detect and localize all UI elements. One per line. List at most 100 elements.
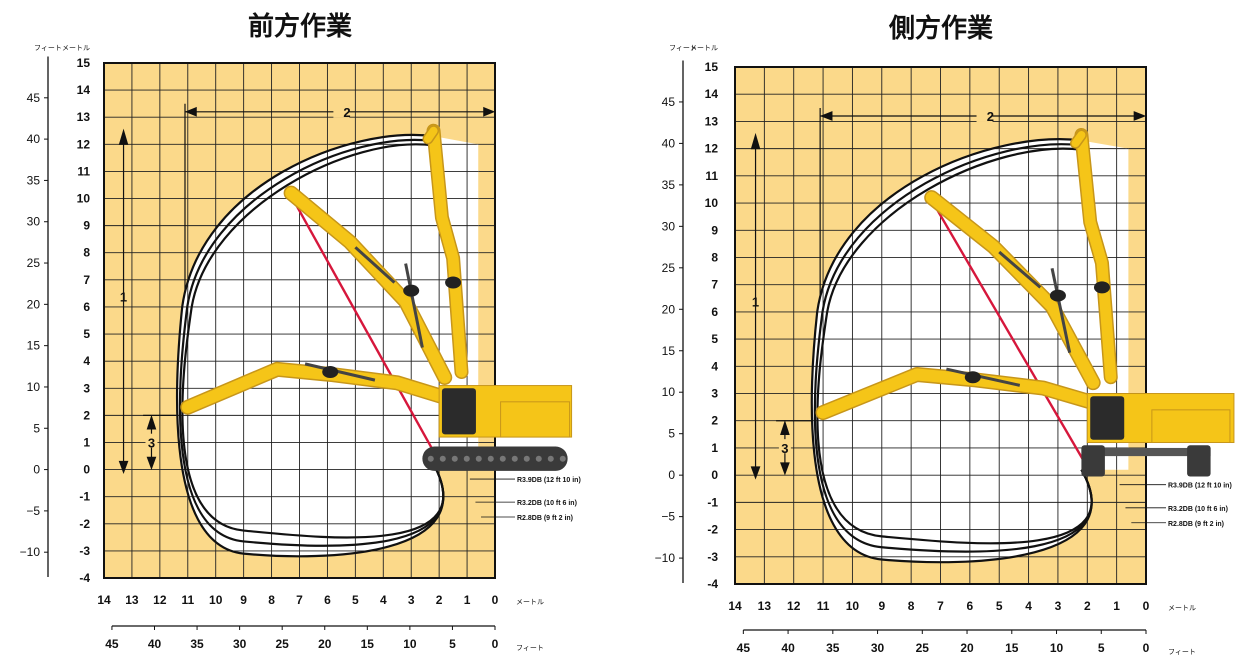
x-feet-tick: 0 (1143, 641, 1150, 655)
engine-housing (500, 401, 571, 438)
y-feet-tick: 40 (662, 136, 676, 150)
y-meter-tick: 4 (83, 354, 90, 368)
dimension-2-label: 2 (987, 109, 994, 124)
x-meter-tick: 14 (97, 593, 111, 607)
y-feet-tick: 15 (662, 344, 676, 358)
x-meter-tick: 3 (408, 593, 415, 607)
operator-cab (1090, 396, 1125, 440)
y-meter-tick: -4 (79, 571, 90, 585)
y-meter-tick: 12 (705, 142, 719, 156)
x-unit-feet: フィート (516, 644, 544, 652)
panel-front: 前方作業フィートメートル1514131211109876543210-1-2-3… (20, 11, 581, 652)
y-meter-tick: 11 (77, 164, 90, 178)
dimension-3-label-bg (778, 439, 791, 454)
y-meter-tick: 14 (705, 87, 719, 101)
x-meter-tick: 13 (758, 599, 772, 613)
y-meter-tick: 9 (711, 223, 718, 237)
x-meter-tick: 11 (817, 599, 830, 613)
x-feet-tick: 40 (148, 637, 162, 651)
dimension-2-label-bg (333, 103, 350, 118)
y-feet-tick: 20 (662, 302, 676, 316)
track-roller (559, 455, 566, 462)
x-meter-tick: 8 (268, 593, 275, 607)
x-feet-tick: 5 (449, 637, 456, 651)
y-feet-tick: −10 (655, 551, 676, 565)
x-feet-tick: 40 (781, 641, 795, 655)
hydraulic-cylinder (946, 367, 1021, 387)
cat-logo-icon (445, 276, 462, 289)
y-feet-tick: 10 (27, 380, 41, 394)
track-roller (475, 455, 482, 462)
boom-arm (423, 126, 438, 143)
cat-logo-icon (403, 284, 420, 297)
y-meter-tick: 5 (83, 327, 90, 341)
x-meter-tick: 10 (846, 599, 860, 613)
excavator-illustration (815, 128, 1235, 477)
y-meter-tick: 0 (711, 468, 718, 482)
y-meter-tick: -3 (79, 544, 90, 558)
boom-arm (285, 187, 451, 384)
arrow-up-icon (118, 128, 129, 145)
dimension-3-label: 3 (148, 435, 155, 450)
hydraulic-cylinder (404, 263, 424, 348)
x-meter-tick: 4 (380, 593, 387, 607)
x-meter-tick: 8 (908, 599, 915, 613)
y-feet-tick: 0 (668, 468, 675, 482)
x-feet-tick: 5 (1098, 641, 1105, 655)
x-feet-tick: 15 (361, 637, 375, 651)
stick-length-label: R3.9DB (12 ft 10 in) (1168, 483, 1232, 490)
x-meter-tick: 2 (1084, 599, 1091, 613)
track-roller (451, 455, 458, 462)
y-meter-tick: 6 (83, 300, 90, 314)
y-meter-tick: 3 (83, 381, 90, 395)
stick-length-label: R2.8DB (9 ft 2 in) (1168, 521, 1224, 528)
stick-length-label: R3.2DB (10 ft 6 in) (1168, 506, 1228, 513)
y-meter-tick: 12 (77, 137, 91, 151)
x-feet-tick: 35 (190, 637, 204, 651)
x-meter-tick: 5 (352, 593, 359, 607)
track-roller (487, 455, 494, 462)
y-meter-tick: 3 (711, 387, 718, 401)
boom-arm (428, 125, 467, 378)
y-feet-tick: 25 (662, 261, 676, 275)
hydraulic-cylinder (1050, 268, 1072, 354)
y-meter-tick: -2 (707, 523, 718, 537)
x-meter-tick: 14 (728, 599, 742, 613)
carbody (1081, 447, 1211, 457)
y-meter-tick: 6 (711, 305, 718, 319)
y-feet-tick: 35 (662, 178, 676, 192)
arrow-down-icon (750, 466, 761, 480)
arrow-left-icon (819, 111, 833, 121)
y-meter-tick: -2 (79, 517, 90, 531)
x-meter-tick: 3 (1055, 599, 1062, 613)
track-roller (427, 455, 434, 462)
x-meter-tick: 0 (1143, 599, 1150, 613)
arrow-right-icon (483, 106, 496, 117)
hydraulic-cylinder (998, 250, 1042, 289)
x-meter-tick: 1 (464, 593, 471, 607)
dimension-1-label: 1 (752, 294, 759, 309)
envelope-curve-3 (816, 147, 1093, 545)
y-meter-tick: 2 (711, 414, 718, 428)
y-meter-tick: 2 (83, 408, 90, 422)
x-meter-tick: 5 (996, 599, 1003, 613)
engine-housing (1151, 409, 1231, 444)
x-meter-tick: 11 (181, 593, 194, 607)
x-feet-tick: 20 (318, 637, 332, 651)
track-roller (463, 455, 470, 462)
y-meter-tick: 13 (705, 114, 719, 128)
x-meter-tick: 0 (492, 593, 499, 607)
stick-length-label: R2.8DB (9 ft 2 in) (517, 515, 573, 522)
hydraulic-cylinder (304, 362, 376, 382)
y-feet-tick: 25 (27, 256, 41, 270)
x-unit-meters: メートル (1168, 604, 1196, 612)
cat-logo-icon (1049, 289, 1066, 302)
y-meter-tick: 0 (83, 463, 90, 477)
x-meter-tick: 1 (1113, 599, 1120, 613)
x-feet-tick: 30 (871, 641, 885, 655)
cat-logo-icon (1093, 281, 1110, 294)
envelope-curve-1 (810, 138, 1093, 564)
crawler-track (422, 446, 568, 471)
y-meter-tick: 13 (77, 110, 91, 124)
